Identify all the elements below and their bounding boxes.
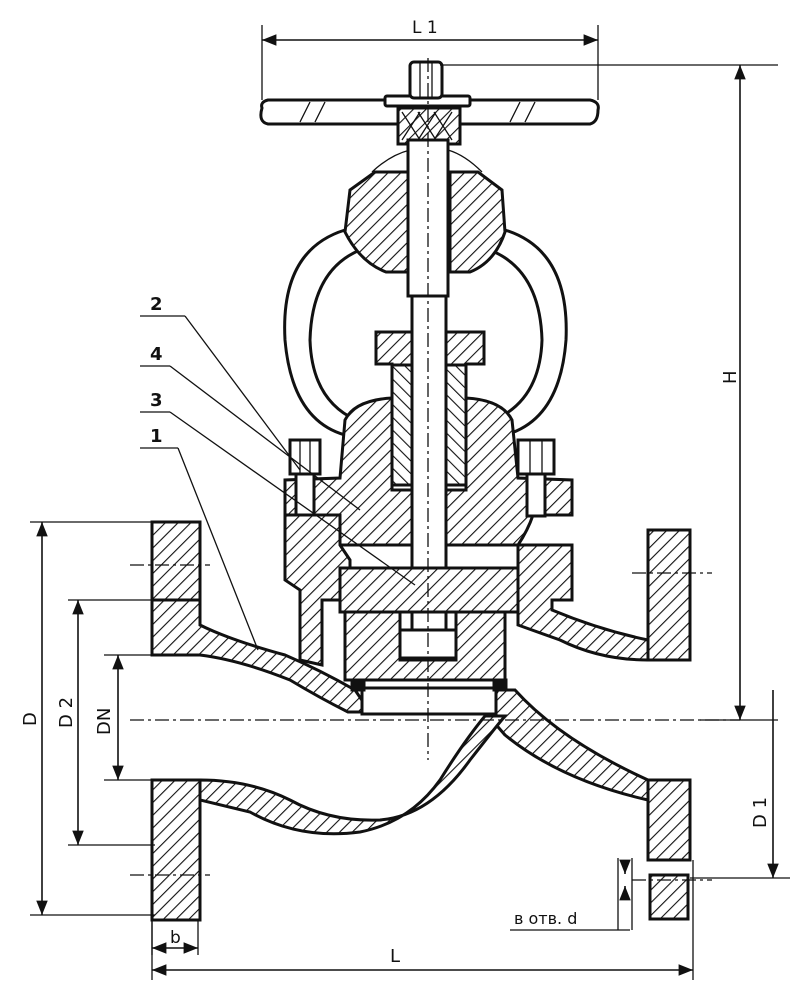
dimension-H bbox=[440, 64, 778, 721]
callout-label-2: 2 bbox=[150, 294, 163, 315]
callout-label-3: 3 bbox=[150, 390, 163, 411]
dimension-D2 bbox=[68, 599, 155, 846]
label-H: H bbox=[720, 370, 741, 384]
label-D: D bbox=[20, 712, 41, 726]
label-D2: D 2 bbox=[56, 697, 77, 728]
handwheel bbox=[259, 94, 600, 146]
bonnet-bolts bbox=[288, 438, 556, 518]
callout-4 bbox=[140, 365, 361, 511]
stem-nut bbox=[408, 60, 444, 100]
yoke bbox=[283, 149, 568, 437]
callout-label-1: 1 bbox=[150, 426, 163, 447]
label-b: b bbox=[170, 928, 181, 948]
label-DN: DN bbox=[94, 708, 115, 735]
valve-body bbox=[150, 513, 692, 922]
dimension-L bbox=[151, 860, 694, 980]
label-D1: D 1 bbox=[750, 797, 771, 828]
label-holes: в отв. d bbox=[514, 909, 577, 928]
label-L1: L 1 bbox=[412, 18, 438, 38]
dimension-L1 bbox=[261, 25, 599, 100]
callout-label-4: 4 bbox=[150, 344, 163, 365]
dimension-DN bbox=[104, 654, 155, 781]
callout-2 bbox=[140, 315, 301, 471]
dimension-holes bbox=[510, 858, 633, 931]
valve-disc bbox=[338, 566, 520, 682]
callout-3 bbox=[140, 411, 416, 586]
dimension-D1 bbox=[690, 690, 790, 879]
label-L: L bbox=[390, 946, 400, 967]
callout-1 bbox=[140, 447, 259, 651]
dimension-D bbox=[30, 521, 155, 916]
